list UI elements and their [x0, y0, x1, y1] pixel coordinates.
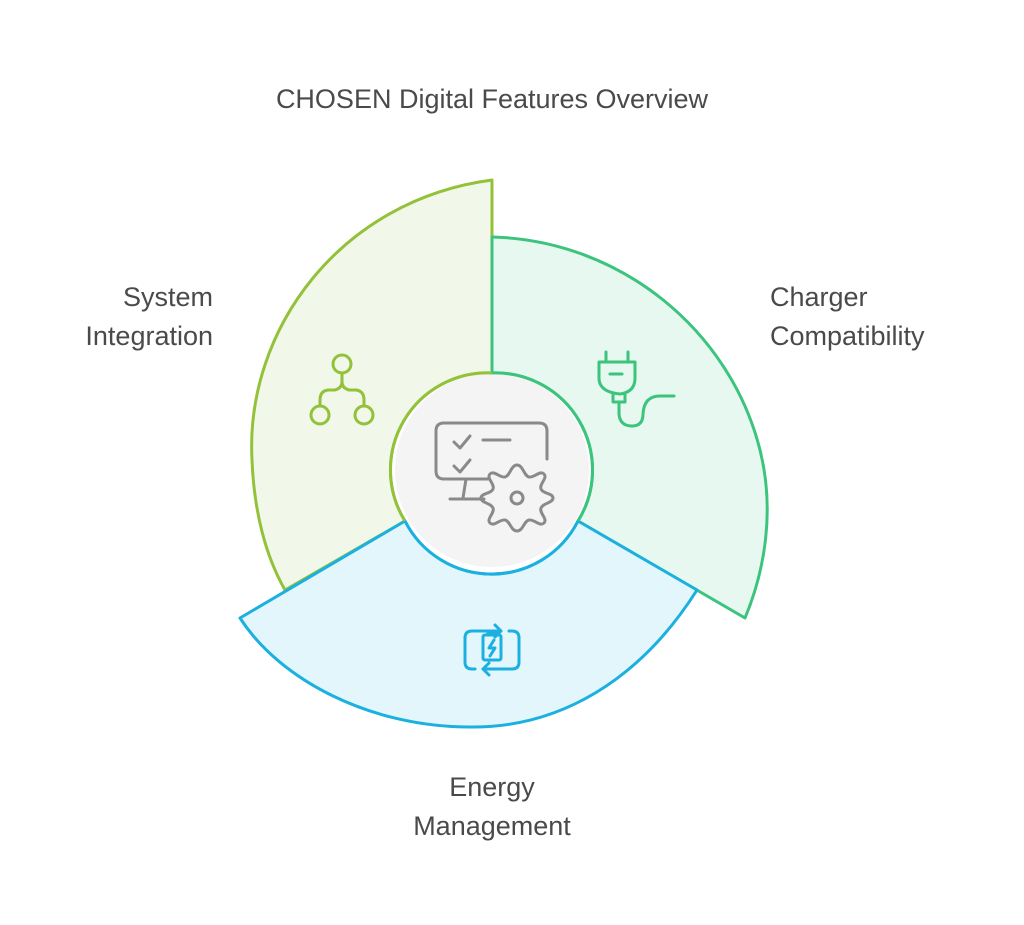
- label-line: Management: [413, 811, 571, 841]
- label-line: Charger: [770, 282, 868, 312]
- label-line: Compatibility: [770, 321, 925, 351]
- diagram-title: CHOSEN Digital Features Overview: [275, 84, 709, 114]
- label-energy-management: Energy Management: [0, 768, 984, 846]
- label-line: Integration: [85, 321, 213, 351]
- plug-icon: [597, 350, 676, 428]
- hierarchy-nodes-icon: [309, 353, 375, 426]
- label-line: System: [122, 282, 213, 312]
- label-charger-compatibility: Charger Compatibility: [770, 278, 925, 356]
- monitor-checklist-gear-icon: [434, 421, 555, 533]
- center-hub: [395, 373, 589, 567]
- battery-cycle-icon: [463, 623, 521, 677]
- label-line: Energy: [449, 772, 535, 802]
- label-system-integration: System Integration: [85, 278, 213, 356]
